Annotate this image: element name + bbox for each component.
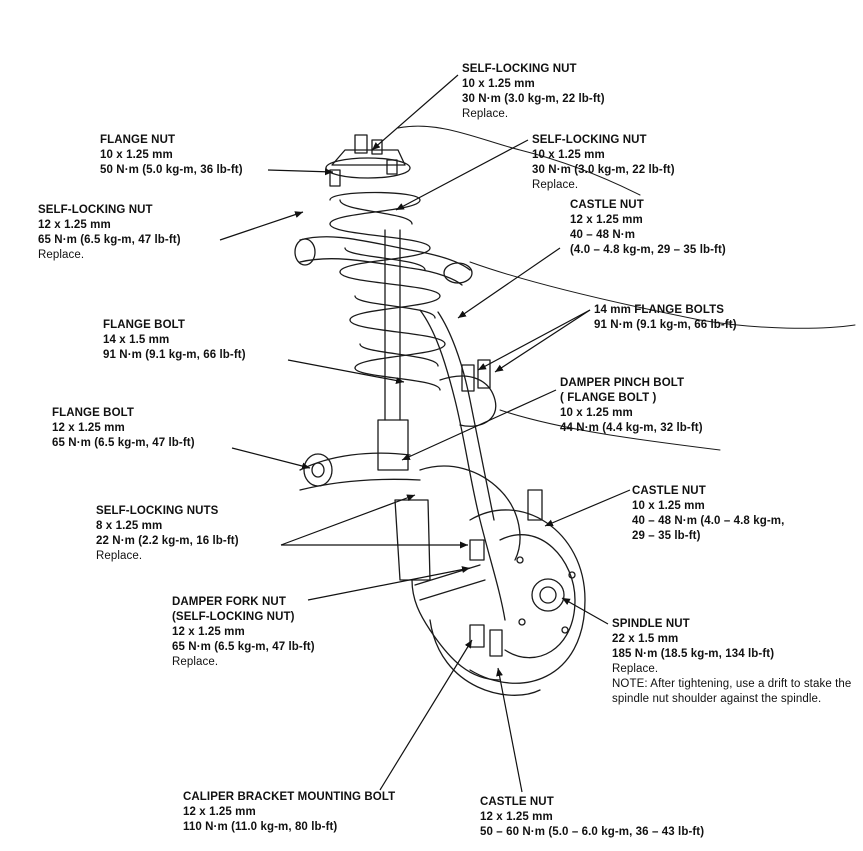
callout-note: Replace. [172,656,219,668]
callout-size: 10 x 1.25 mm [462,78,535,90]
callout-note: Replace. [612,663,659,675]
callout-torque-detail: (4.0 – 4.8 kg-m, 29 – 35 lb-ft) [570,244,726,256]
leader-flange-nut [267,168,334,176]
leader-caliper-bracket-bolt [379,639,473,791]
callout-size: 8 x 1.25 mm [96,520,163,532]
callout-size: 12 x 1.25 mm [570,214,643,226]
callout-title: CASTLE NUT [632,485,706,497]
leader-self-locking-nut-left [219,211,304,241]
callout-self-locking-nut-top: SELF-LOCKING NUT 10 x 1.25 mm 30 N·m (3.… [462,62,605,122]
callout-damper-pinch-bolt: DAMPER PINCH BOLT ( FLANGE BOLT ) 10 x 1… [560,376,703,436]
callout-title: CASTLE NUT [480,796,554,808]
frame-contour-right-lower [499,409,721,451]
callout-size: 12 x 1.25 mm [52,422,125,434]
callout-torque: 110 N·m (11.0 kg-m, 80 lb-ft) [183,821,338,833]
callout-size: 22 x 1.5 mm [612,633,679,645]
callout-size: 10 x 1.25 mm [560,407,633,419]
callout-torque: 50 N·m (5.0 kg-m, 36 lb-ft) [100,164,243,176]
callout-title: CASTLE NUT [570,199,644,211]
callout-size: 10 x 1.25 mm [632,500,705,512]
callout-title: SELF-LOCKING NUT [532,134,647,146]
callout-size: 10 x 1.25 mm [532,149,605,161]
callout-note: Replace. [38,249,85,261]
callout-torque: 30 N·m (3.0 kg-m, 22 lb-ft) [462,93,605,105]
callout-title-secondary: (SELF-LOCKING NUT) [172,611,295,623]
callout-flange-bolt-12: FLANGE BOLT 12 x 1.25 mm 65 N·m (6.5 kg-… [52,406,195,451]
callout-self-locking-nut-left: SELF-LOCKING NUT 12 x 1.25 mm 65 N·m (6.… [38,203,181,263]
callout-title-secondary: ( FLANGE BOLT ) [560,392,657,404]
leader-damper-pinch-bolt [401,389,557,461]
callout-castle-nut-bottom: CASTLE NUT 12 x 1.25 mm 50 – 60 N·m (5.0… [480,795,704,840]
callout-title: SELF-LOCKING NUT [462,63,577,75]
frame-contour-right [469,261,856,329]
callout-title: FLANGE BOLT [52,407,135,419]
callout-torque: 50 – 60 N·m (5.0 – 6.0 kg-m, 36 – 43 lb-… [480,826,705,838]
leader-14mm-bolt-a [477,309,591,371]
lower-arm [299,452,486,631]
callout-size: 12 x 1.25 mm [38,219,111,231]
leader-castle-nut-upper [457,247,561,319]
callout-torque: 65 N·m (6.5 kg-m, 47 lb-ft) [52,437,195,449]
callout-torque: 65 N·m (6.5 kg-m, 47 lb-ft) [172,641,315,653]
callout-torque-detail: 29 – 35 lb-ft) [632,530,701,542]
callout-14mm-flange-bolts: 14 mm FLANGE BOLTS 91 N·m (9.1 kg-m, 66 … [594,303,737,333]
leader-flange-bolt-12 [231,447,311,470]
leader-14mm-bolt-b [494,309,591,373]
leader-damper-fork-nut [307,566,471,601]
caliper-bracket [429,624,503,681]
coil-spring [329,191,446,391]
callout-self-locking-nut-right: SELF-LOCKING NUT 10 x 1.25 mm 30 N·m (3.… [532,133,675,193]
hub-and-disc [429,489,586,696]
callout-size: 14 x 1.5 mm [103,334,170,346]
callout-castle-nut-upper: CASTLE NUT 12 x 1.25 mm 40 – 48 N·m (4.0… [570,198,726,258]
callout-spindle-nut: SPINDLE NUT 22 x 1.5 mm 185 N·m (18.5 kg… [612,617,862,707]
upper-control-arm [294,236,473,286]
frame-contour-upper [397,125,641,196]
leader-self-locking-nut-top [371,74,459,151]
leader-castle-nut-middle [544,489,631,527]
callout-torque: 30 N·m (3.0 kg-m, 22 lb-ft) [532,164,675,176]
callout-torque: 40 – 48 N·m (4.0 – 4.8 kg-m, [632,515,785,527]
callout-title: SELF-LOCKING NUT [38,204,153,216]
callout-size: 12 x 1.25 mm [183,806,256,818]
callout-instruction: NOTE: After tightening, use a drift to s… [612,678,852,705]
callout-flange-bolt-14: FLANGE BOLT 14 x 1.5 mm 91 N·m (9.1 kg-m… [103,318,246,363]
callout-title: SPINDLE NUT [612,618,690,630]
callout-torque: 91 N·m (9.1 kg-m, 66 lb-ft) [103,349,246,361]
leader-self-locking-nut-right [395,139,529,211]
callout-torque: 185 N·m (18.5 kg-m, 134 lb-ft) [612,648,775,660]
leader-castle-nut-bottom [496,667,523,793]
callout-note: Replace. [96,550,143,562]
callout-title: SELF-LOCKING NUTS [96,505,219,517]
callout-note: Replace. [462,108,509,120]
callout-caliper-bracket-bolt: CALIPER BRACKET MOUNTING BOLT 12 x 1.25 … [183,790,395,835]
callout-torque: 22 N·m (2.2 kg-m, 16 lb-ft) [96,535,239,547]
leader-flange-bolt-14 [287,359,405,384]
callout-torque: 44 N·m (4.4 kg-m, 32 lb-ft) [560,422,703,434]
callout-title: 14 mm FLANGE BOLTS [594,304,725,316]
callout-self-locking-nuts: SELF-LOCKING NUTS 8 x 1.25 mm 22 N·m (2.… [96,504,239,564]
callout-flange-nut: FLANGE NUT 10 x 1.25 mm 50 N·m (5.0 kg-m… [100,133,243,178]
damper [377,229,409,471]
callout-size: 10 x 1.25 mm [100,149,173,161]
callout-size: 12 x 1.25 mm [172,626,245,638]
leader-spindle-nut [561,597,609,625]
top-mount [325,134,411,187]
callout-torque: 65 N·m (6.5 kg-m, 47 lb-ft) [38,234,181,246]
callout-damper-fork-nut: DAMPER FORK NUT (SELF-LOCKING NUT) 12 x … [172,595,315,670]
leader-self-locking-nuts-a [280,494,416,546]
callout-title: CALIPER BRACKET MOUNTING BOLT [183,791,396,803]
callout-title: FLANGE NUT [100,134,176,146]
callout-torque: 40 – 48 N·m [570,229,636,241]
callout-torque: 91 N·m (9.1 kg-m, 66 lb-ft) [594,319,737,331]
steering-knuckle [419,309,521,621]
callout-castle-nut-middle: CASTLE NUT 10 x 1.25 mm 40 – 48 N·m (4.0… [632,484,784,544]
callout-note: Replace. [532,179,579,191]
callout-size: 12 x 1.25 mm [480,811,553,823]
callout-title: DAMPER FORK NUT [172,596,286,608]
callout-title: DAMPER PINCH BOLT [560,377,685,389]
callout-title: FLANGE BOLT [103,319,186,331]
